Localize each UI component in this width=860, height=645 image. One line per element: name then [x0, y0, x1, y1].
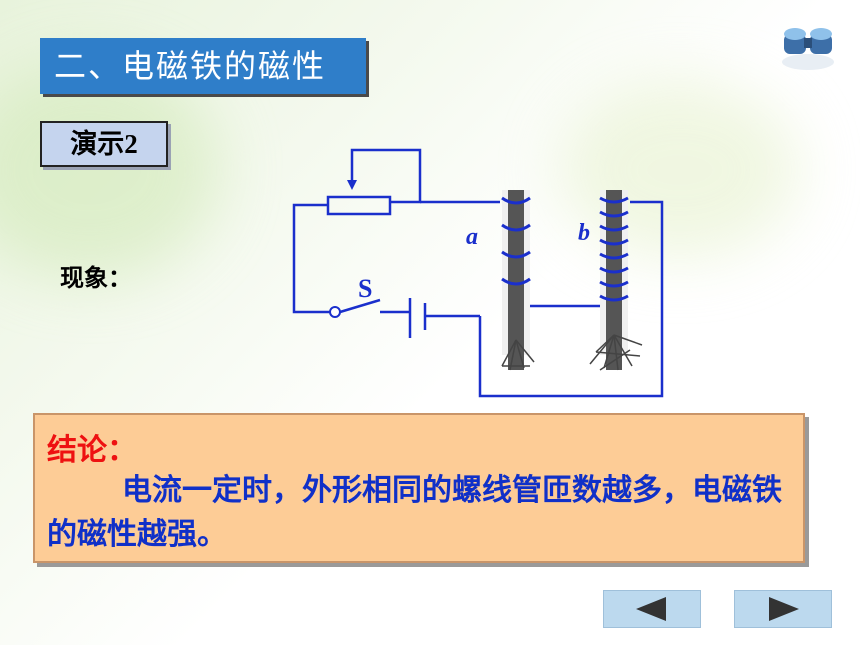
attracted-nails-b	[589, 334, 643, 371]
attracted-nails-a	[501, 339, 535, 371]
coil-a-label: a	[466, 224, 478, 250]
conclusion-text: 电流一定时，外形相同的螺线管匝数越多，电磁铁的磁性越强。	[47, 473, 782, 552]
binoculars-icon	[782, 28, 834, 70]
page-title: 二、电磁铁的磁性	[40, 38, 366, 94]
triangle-left-icon	[636, 597, 666, 621]
coil-b-label: b	[578, 220, 590, 246]
demo-label: 演示2	[40, 121, 168, 167]
switch-label: S	[358, 274, 372, 303]
conclusion-heading: 结论：	[47, 433, 137, 468]
circuit-diagram: S a b	[292, 148, 664, 398]
coil-b	[599, 196, 629, 302]
next-slide-button[interactable]	[734, 590, 832, 628]
conclusion-box: 结论： 电流一定时，外形相同的螺线管匝数越多，电磁铁的磁性越强。	[33, 413, 805, 563]
coil-a	[501, 196, 531, 286]
rheostat	[326, 195, 392, 216]
background-blob	[0, 60, 220, 280]
triangle-right-icon	[769, 597, 799, 621]
phenomenon-label: 现象：	[60, 264, 132, 292]
prev-slide-button[interactable]	[603, 590, 701, 628]
